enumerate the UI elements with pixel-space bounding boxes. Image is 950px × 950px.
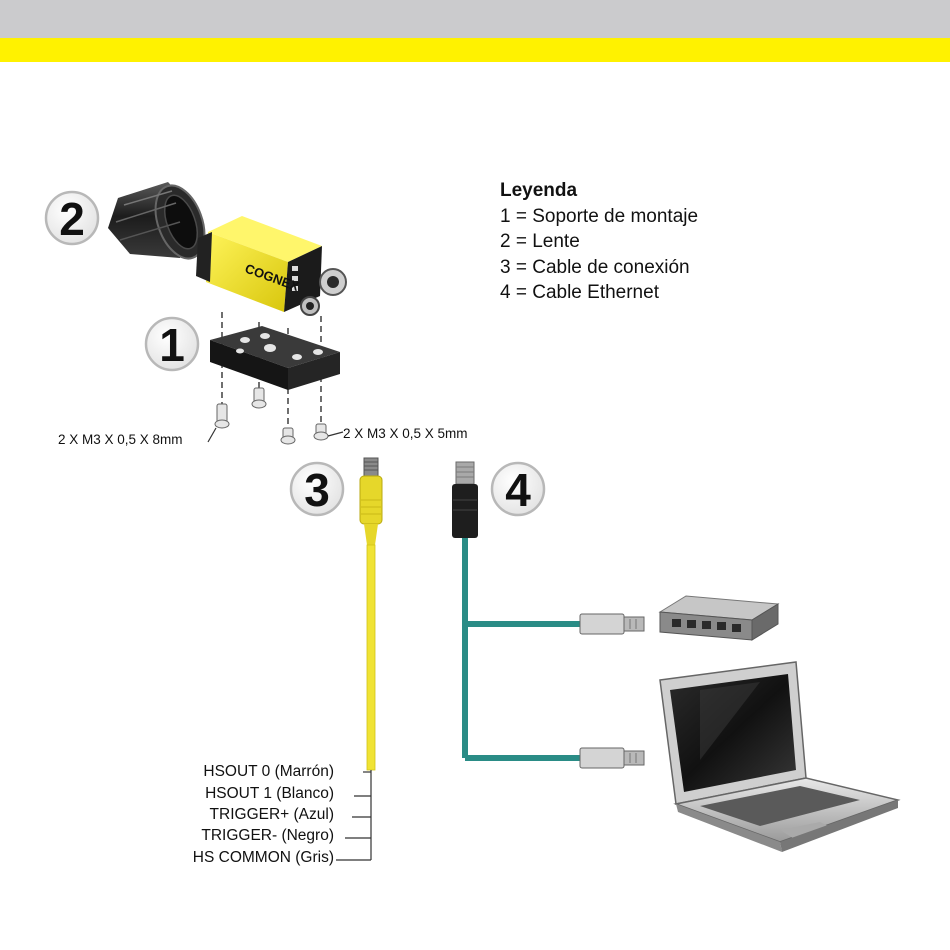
legend-item-1: 1 = Soporte de montaje	[500, 204, 698, 230]
ethernet-connector-icon	[452, 462, 478, 538]
legend-title: Leyenda	[500, 178, 698, 204]
wire-label-trigger-minus: TRIGGER- (Negro)	[201, 827, 334, 845]
callout-1-number: 1	[159, 319, 185, 371]
legend-item-4: 4 = Cable Ethernet	[500, 280, 698, 306]
screw-label-long: 2 X M3 X 0,5 X 8mm	[58, 432, 183, 447]
wire-label-trigger-plus: TRIGGER+ (Azul)	[210, 806, 334, 824]
callout-4: 4	[492, 463, 544, 516]
callout-1: 1	[146, 318, 198, 371]
network-switch-icon	[660, 596, 778, 640]
laptop-icon	[660, 662, 898, 852]
ethernet-cable	[465, 538, 580, 758]
callout-4-number: 4	[505, 464, 531, 516]
callout-2-number: 2	[59, 193, 85, 245]
wire-label-hsout1: HSOUT 1 (Blanco)	[205, 785, 334, 803]
wire-leader-lines	[336, 770, 371, 860]
io-cable-icon	[360, 458, 382, 770]
callout-2: 2	[46, 192, 98, 245]
camera-icon: COGNEX	[196, 216, 346, 315]
ethernet-plug-switch	[580, 614, 644, 634]
ethernet-plug-laptop	[580, 748, 644, 768]
legend-item-2: 2 = Lente	[500, 229, 698, 255]
legend-item-3: 3 = Cable de conexión	[500, 255, 698, 281]
wire-label-hsout0: HSOUT 0 (Marrón)	[203, 763, 334, 781]
screw-label-short: 2 X M3 X 0,5 X 5mm	[343, 426, 468, 441]
screw-icon	[215, 388, 328, 444]
callout-3: 3	[291, 463, 343, 516]
callout-3-number: 3	[304, 464, 330, 516]
legend: Leyenda 1 = Soporte de montaje 2 = Lente…	[500, 178, 698, 306]
wire-label-hs-common: HS COMMON (Gris)	[193, 849, 334, 867]
